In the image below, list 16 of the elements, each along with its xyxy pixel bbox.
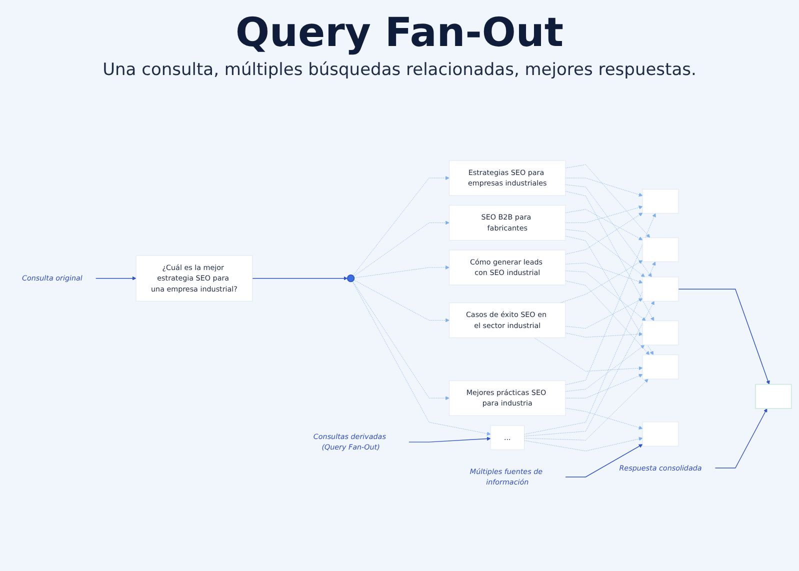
node-box <box>642 276 678 302</box>
node-circle <box>346 274 354 282</box>
node-box <box>754 384 792 409</box>
node-box <box>642 237 678 262</box>
node-box <box>642 189 678 214</box>
arrow <box>408 436 490 442</box>
arrow <box>94 276 136 280</box>
title: Query Fan-Out <box>236 10 564 56</box>
node-box <box>642 422 678 446</box>
arrow <box>252 276 348 280</box>
arrow <box>714 408 767 468</box>
subtitle: Una consulta, múltiples búsquedas relacionadas, mejores respuestas. <box>102 60 696 80</box>
node-box <box>642 354 678 380</box>
node-box <box>642 320 678 346</box>
arrow <box>564 444 642 478</box>
arrow <box>678 288 770 385</box>
